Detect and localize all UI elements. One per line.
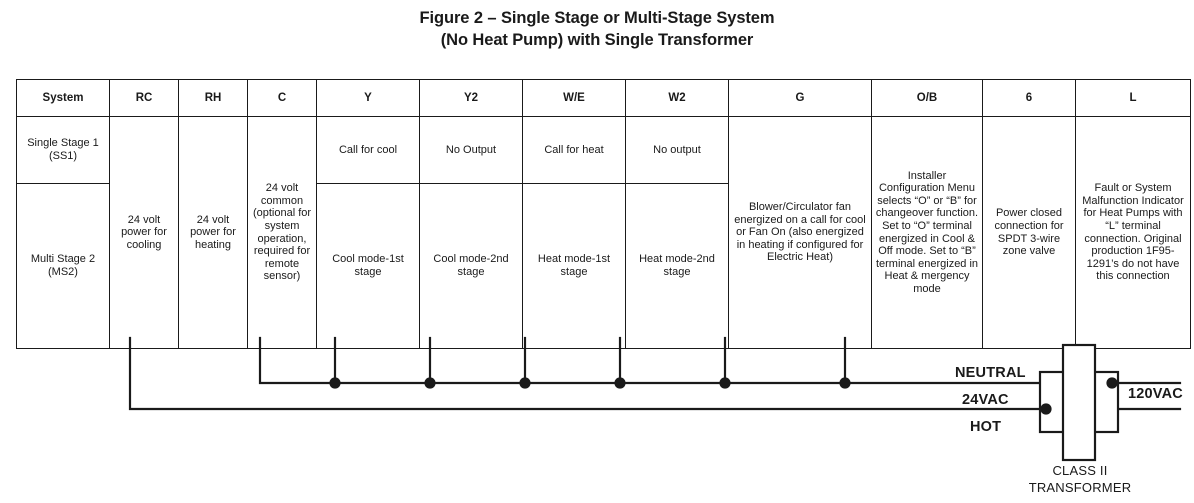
junction-dot <box>719 377 731 389</box>
cell-system-ms2: Multi Stage 2 (MS2) <box>16 183 110 349</box>
hot-label: HOT <box>970 419 1002 435</box>
neutral-label: NEUTRAL <box>955 365 1026 381</box>
cell-c: 24 volt common (optional for system oper… <box>247 116 317 349</box>
transformer-caption-line-1: CLASS II <box>1052 463 1108 478</box>
cell-system-ss1: Single Stage 1 (SS1) <box>16 116 110 184</box>
terminal-designation-table: System RC RH C Y Y2 W/E W2 G O/B 6 L Sin… <box>16 79 1191 349</box>
transformer-caption: CLASS II TRANSFORMER <box>1016 462 1144 496</box>
transformer-caption-line-2: TRANSFORMER <box>1028 480 1132 495</box>
junction-dot <box>424 377 436 389</box>
transformer-secondary-terminal-dot <box>1040 403 1052 415</box>
column-header-ob: O/B <box>871 79 983 117</box>
table-header-row: System RC RH C Y Y2 W/E W2 G O/B 6 L <box>16 79 1191 117</box>
junction-dot <box>519 377 531 389</box>
column-header-y2: Y2 <box>419 79 523 117</box>
column-header-l: L <box>1075 79 1191 117</box>
junction-dot <box>329 377 341 389</box>
cell-y-ss1: Call for cool <box>316 116 420 184</box>
cell-we-ms2: Heat mode-1st stage <box>522 183 626 349</box>
cell-rc: 24 volt power for cooling <box>109 116 179 349</box>
cell-rh: 24 volt power for heating <box>178 116 248 349</box>
cell-y2-ss1: No Output <box>419 116 523 184</box>
secondary-voltage-label: 24VAC <box>962 392 1009 408</box>
column-header-we: W/E <box>522 79 626 117</box>
column-header-system: System <box>16 79 110 117</box>
cell-g: Blower/Circulator fan energized on a cal… <box>728 116 872 349</box>
cell-w2-ss1: No output <box>625 116 729 184</box>
cell-6: Power closed connection for SPDT 3-wire … <box>982 116 1076 349</box>
figure-title-line-1: Figure 2 – Single Stage or Multi-Stage S… <box>419 9 775 27</box>
junction-dot <box>839 377 851 389</box>
column-header-rc: RC <box>109 79 179 117</box>
column-header-c: C <box>247 79 317 117</box>
column-header-g: G <box>728 79 872 117</box>
junction-dot <box>614 377 626 389</box>
cell-we-ss1: Call for heat <box>522 116 626 184</box>
column-header-6: 6 <box>982 79 1076 117</box>
junction-dots <box>329 377 851 389</box>
page-title: Figure 2 – Single Stage or Multi-Stage S… <box>0 7 1194 51</box>
column-header-y: Y <box>316 79 420 117</box>
table-row: Single Stage 1 (SS1) 24 volt power for c… <box>16 116 1191 349</box>
transformer-primary-coil <box>1076 370 1120 434</box>
primary-voltage-label: 120VAC <box>1128 386 1183 402</box>
column-header-w2: W2 <box>625 79 729 117</box>
cell-y2-ms2: Cool mode-2nd stage <box>419 183 523 349</box>
figure-title-line-2: (No Heat Pump) with Single Transformer <box>440 31 754 49</box>
cell-l: Fault or System Malfunction Indicator fo… <box>1075 116 1191 349</box>
transformer-primary-terminal-dot <box>1106 377 1118 389</box>
cell-ob: Installer Configuration Menu selects “O”… <box>871 116 983 349</box>
cell-w2-ms2: Heat mode-2nd stage <box>625 183 729 349</box>
column-header-rh: RH <box>178 79 248 117</box>
transformer-core <box>1061 343 1097 462</box>
cell-y-ms2: Cool mode-1st stage <box>316 183 420 349</box>
table-row: Multi Stage 2 (MS2) Cool mode-1st stage … <box>16 183 1191 349</box>
transformer-secondary-coil <box>1038 370 1082 434</box>
